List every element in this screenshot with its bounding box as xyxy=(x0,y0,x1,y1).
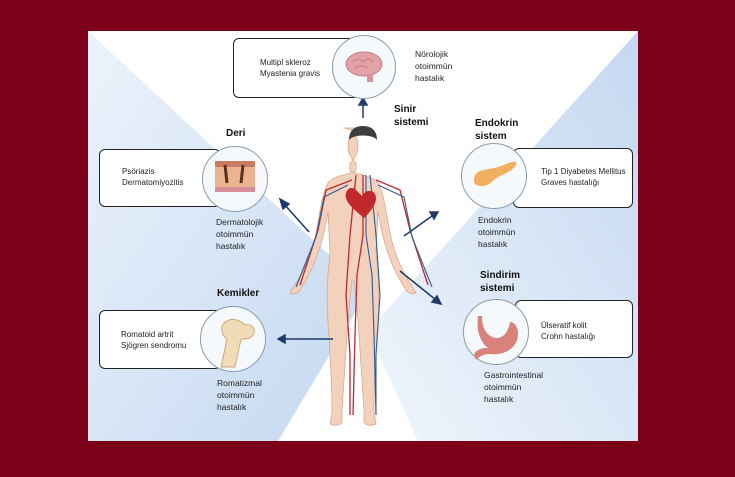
disease-item: Romatoid artrit xyxy=(121,330,174,339)
skin-category: Dermatolojik otoimmün hastalık xyxy=(216,216,263,252)
arrows xyxy=(276,96,443,345)
endocrine-title: Endokrin sistem xyxy=(475,117,518,143)
category-line: hastalık xyxy=(484,394,514,404)
skin-icon xyxy=(202,146,268,212)
stomach-icon xyxy=(463,299,529,365)
category-line: hastalık xyxy=(217,402,247,412)
category-line: hastalık xyxy=(478,239,508,249)
arrow-endocrine xyxy=(428,211,440,221)
bones-title: Kemikler xyxy=(217,288,260,299)
endocrine-category: Endokrin otoimmün hastalık xyxy=(478,214,515,250)
category-line: Gastrointestinal xyxy=(484,370,544,380)
arrow-bones xyxy=(276,333,286,345)
category-line: hastalık xyxy=(415,73,445,83)
category-line: hastalık xyxy=(216,241,246,251)
disease-item: Tip 1 Diyabetes Mellitus xyxy=(541,167,626,176)
title-line: Endokrin xyxy=(475,118,519,129)
arrow-skin xyxy=(278,197,291,211)
category-line: Romatizmal xyxy=(217,378,262,388)
category-line: otoimmün xyxy=(217,390,255,400)
category-line: otoimmün xyxy=(415,61,453,71)
category-line: otoimmün xyxy=(216,229,254,239)
disease-item: Graves hastalığı xyxy=(541,178,600,187)
disease-item: Dermatomiyozitis xyxy=(122,178,184,187)
category-line: otoimmün xyxy=(478,227,516,237)
digestive-category: Gastrointestinal otoimmün hastalık xyxy=(484,369,543,405)
bones-category: Romatizmal otoimmün hastalık xyxy=(217,377,262,413)
endocrine-disease-box: Tip 1 Diyabetes Mellitus Graves hastalığ… xyxy=(513,148,633,208)
diagram-panel: Multipl skleroz Myastenia gravis Nöroloj… xyxy=(88,31,638,441)
title-line: Sindirim xyxy=(480,270,521,281)
title-line: sistem xyxy=(475,131,507,142)
title-line: sistemi xyxy=(394,117,429,128)
disease-item: Psöriazis xyxy=(122,167,155,176)
disease-item: Multipl skleroz xyxy=(260,58,311,67)
arrow-digestive xyxy=(430,294,443,306)
disease-item: Sjögren sendromu xyxy=(121,341,187,350)
skin-disease-box: Psöriazis Dermatomiyozitis xyxy=(99,149,221,207)
title-line: sistemi xyxy=(480,283,515,294)
pancreas-icon xyxy=(461,143,527,209)
digestive-disease-box: Ülseratif kolit Crohn hastalığı xyxy=(515,300,633,358)
digestive-title: Sindirim sistemi xyxy=(480,269,520,295)
disease-item: Myastenia gravis xyxy=(260,69,321,78)
bone-icon xyxy=(200,306,266,372)
disease-item: Ülseratif kolit xyxy=(541,321,587,330)
category-line: otoimmün xyxy=(484,382,522,392)
brain-icon xyxy=(332,35,396,99)
nervous-category: Nörolojik otoimmün hastalık xyxy=(415,48,452,84)
nervous-disease-list: Multipl skleroz Myastenia gravis xyxy=(260,57,320,79)
category-line: Endokrin xyxy=(478,215,512,225)
nervous-title: Sinir sistemi xyxy=(394,103,428,129)
category-line: Nörolojik xyxy=(415,49,449,59)
category-line: Dermatolojik xyxy=(216,217,264,227)
arrow-up-nervous xyxy=(357,96,369,106)
skin-title: Deri xyxy=(226,128,246,139)
human-body-figure xyxy=(289,126,433,426)
disease-item: Crohn hastalığı xyxy=(541,332,596,341)
title-line: Sinir xyxy=(394,104,417,115)
